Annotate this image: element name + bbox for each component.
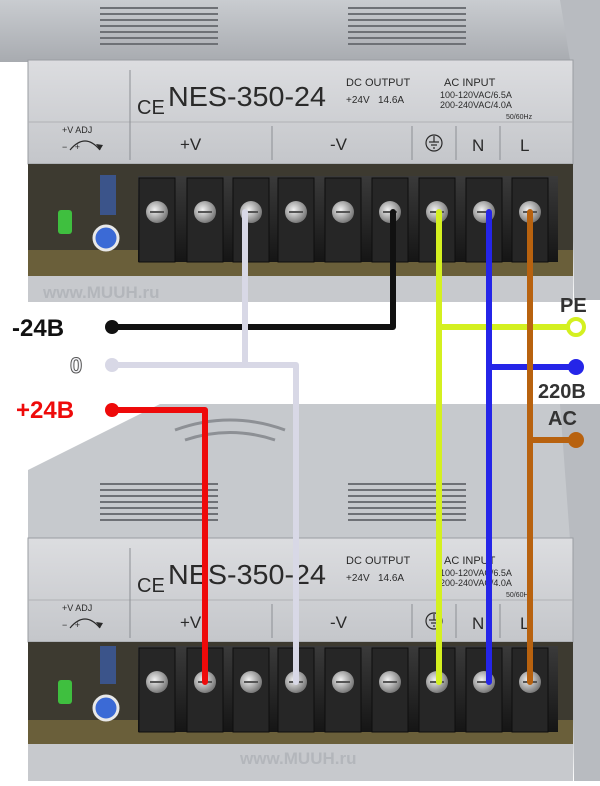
ac-input-title: AC INPUT bbox=[444, 555, 496, 567]
model-label: NES-350-24 bbox=[168, 559, 326, 590]
psu-bottom: CE NES-350-24 DC OUTPUT +24V 14.6A AC IN… bbox=[27, 404, 600, 781]
psu-top-front bbox=[27, 59, 574, 165]
ac-input-title: AC INPUT bbox=[444, 77, 496, 89]
ac-input-freq: 50/60Hz bbox=[506, 114, 533, 121]
ce-mark: CE bbox=[137, 575, 165, 597]
wire-minus-24 bbox=[109, 209, 396, 330]
v-adj-label: +V ADJ bbox=[62, 125, 92, 135]
dc-output-title: DC OUTPUT bbox=[346, 555, 410, 567]
psu-bottom-front bbox=[27, 537, 574, 643]
dc-output-values: +24V 14.6A bbox=[346, 95, 404, 106]
v-adj-label: +V ADJ bbox=[62, 603, 92, 613]
psu-top-bottom-strip bbox=[28, 276, 573, 302]
terminal-label-minus-v: -V bbox=[330, 135, 348, 154]
wire-zero bbox=[109, 362, 299, 685]
label-pe: PE bbox=[560, 295, 587, 317]
website-label-top: www.MUUH.ru bbox=[42, 283, 159, 302]
ac-input-line1: 100-120VAC/6.5A bbox=[440, 90, 512, 100]
label-minus-24: -24B bbox=[12, 315, 64, 342]
v-adj-signs: − + bbox=[62, 620, 80, 630]
terminal-dot-zero bbox=[105, 358, 119, 372]
psu-bottom-vents bbox=[100, 483, 466, 521]
ac-input-line2: 200-240VAC/4.0A bbox=[440, 100, 512, 110]
terminal-label-n: N bbox=[472, 136, 484, 155]
ac-input-freq: 50/60Hz bbox=[506, 592, 533, 599]
label-zero: 0 bbox=[70, 353, 82, 378]
terminal-screws-bottom bbox=[138, 647, 549, 733]
v-adj-potentiometer bbox=[92, 224, 120, 252]
terminal-label-minus-v: -V bbox=[330, 613, 348, 632]
terminal-label-l: L bbox=[520, 614, 529, 633]
psu-top-case bbox=[0, 0, 600, 62]
v-adj-arrow-icon bbox=[69, 140, 103, 151]
label-ac: AC bbox=[548, 408, 577, 430]
terminal-dot-pe bbox=[566, 317, 586, 337]
v-adj-signs: − + bbox=[62, 142, 80, 152]
terminal-dot-plus-24 bbox=[105, 403, 119, 417]
psu-top: CE NES-350-24 DC OUTPUT +24V 14.6A AC IN… bbox=[0, 0, 600, 302]
dc-output-values: +24V 14.6A bbox=[346, 573, 404, 584]
status-led bbox=[58, 680, 72, 704]
psu-bottom-bottom-strip bbox=[28, 744, 573, 781]
psu-bottom-top-cover bbox=[28, 404, 600, 540]
terminal-label-l: L bbox=[520, 136, 529, 155]
terminal-dot-minus-24 bbox=[105, 320, 119, 334]
terminal-label-n: N bbox=[472, 614, 484, 633]
wire-pe bbox=[436, 209, 579, 685]
dc-output-title: DC OUTPUT bbox=[346, 77, 410, 89]
model-label: NES-350-24 bbox=[168, 81, 326, 112]
label-ac-voltage: 220B bbox=[538, 381, 586, 403]
fan-grill-icon bbox=[174, 418, 286, 442]
terminal-dot-neutral bbox=[568, 359, 584, 375]
terminal-label-plus-v: +V bbox=[180, 135, 202, 154]
v-adj-arrow-icon bbox=[69, 618, 103, 629]
psu-top-side bbox=[560, 0, 600, 300]
v-adj-potentiometer bbox=[92, 694, 120, 722]
wire-plus-24 bbox=[109, 407, 208, 685]
psu-top-vents bbox=[100, 7, 466, 45]
terminal-label-plus-v: +V bbox=[180, 613, 202, 632]
terminal-dot-line bbox=[568, 432, 584, 448]
label-plus-24: +24B bbox=[16, 397, 74, 424]
status-led bbox=[58, 210, 72, 234]
psu-bottom-side bbox=[560, 404, 600, 781]
ac-input-line2: 200-240VAC/4.0A bbox=[440, 578, 512, 588]
ce-mark: CE bbox=[137, 97, 165, 119]
ground-symbol-icon bbox=[425, 134, 443, 152]
website-label-bottom: www.MUUH.ru bbox=[239, 749, 356, 768]
ac-input-line1: 100-120VAC/6.5A bbox=[440, 568, 512, 578]
